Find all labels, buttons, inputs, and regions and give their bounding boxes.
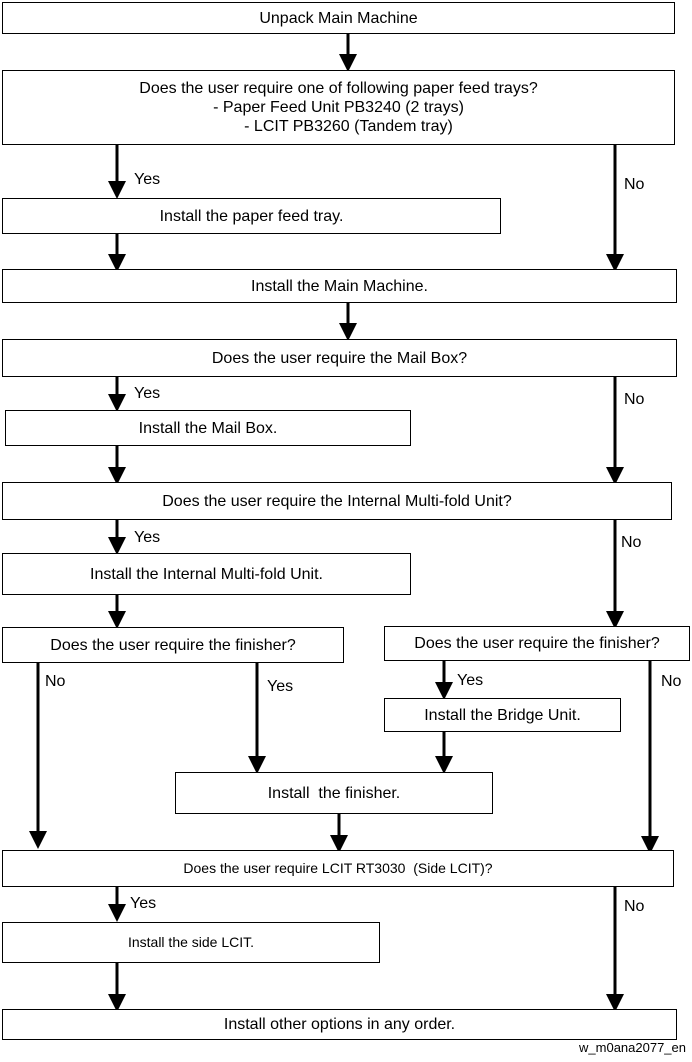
box-install-finisher: Install the finisher. bbox=[175, 772, 493, 814]
box-install-mail-box: Install the Mail Box. bbox=[5, 410, 411, 446]
question-multifold-text: Does the user require the Internal Multi… bbox=[162, 492, 512, 510]
label-yes-multifold: Yes bbox=[134, 529, 161, 546]
box-unpack-text: Unpack Main Machine bbox=[259, 9, 418, 27]
box-unpack-main-machine: Unpack Main Machine bbox=[2, 2, 675, 34]
label-no-tray: No bbox=[624, 176, 645, 193]
question-tray-line-1: Does the user require one of following p… bbox=[139, 80, 538, 97]
box-question-mail-box: Does the user require the Mail Box? bbox=[2, 339, 677, 377]
figure-id: w_m0ana2077_en bbox=[579, 1040, 686, 1055]
label-yes-finisher-right: Yes bbox=[457, 672, 484, 689]
question-finisher-right-text: Does the user require the finisher? bbox=[414, 635, 660, 652]
label-no-finisher-right: No bbox=[661, 673, 682, 690]
label-yes-tray: Yes bbox=[134, 171, 161, 188]
box-install-main-machine: Install the Main Machine. bbox=[2, 269, 677, 303]
box-question-finisher-left: Does the user require the finisher? bbox=[2, 627, 344, 663]
label-no-mailbox: No bbox=[624, 391, 645, 408]
install-bridge-text: Install the Bridge Unit. bbox=[424, 706, 581, 724]
label-yes-mailbox: Yes bbox=[134, 385, 161, 402]
box-question-side-lcit: Does the user require LCIT RT3030 (Side … bbox=[2, 850, 674, 887]
install-lcit-text: Install the side LCIT. bbox=[127, 934, 255, 950]
question-tray-line-3: - LCIT PB3260 (Tandem tray) bbox=[244, 118, 453, 135]
install-main-text: Install the Main Machine. bbox=[251, 277, 428, 295]
box-install-paper-feed-tray: Install the paper feed tray. bbox=[2, 198, 501, 234]
box-question-multifold: Does the user require the Internal Multi… bbox=[2, 482, 672, 520]
label-no-finisher-left: No bbox=[45, 673, 66, 690]
install-finisher-text: Install the finisher. bbox=[267, 784, 401, 802]
question-mailbox-text: Does the user require the Mail Box? bbox=[211, 349, 468, 367]
box-install-side-lcit: Install the side LCIT. bbox=[2, 922, 380, 963]
box-question-paper-feed-trays: Does the user require one of following p… bbox=[2, 70, 675, 145]
install-other-text: Install other options in any order. bbox=[223, 1016, 456, 1033]
question-lcit-text: Does the user require LCIT RT3030 (Side … bbox=[183, 860, 493, 876]
question-finisher-left-text: Does the user require the finisher? bbox=[50, 636, 296, 654]
install-tray-text: Install the paper feed tray. bbox=[159, 207, 344, 225]
install-mailbox-text: Install the Mail Box. bbox=[138, 419, 278, 437]
install-multifold-text: Install the Internal Multi-fold Unit. bbox=[90, 565, 323, 583]
question-tray-line-2: - Paper Feed Unit PB3240 (2 trays) bbox=[213, 99, 464, 116]
box-install-multifold: Install the Internal Multi-fold Unit. bbox=[2, 553, 411, 595]
label-no-lcit: No bbox=[624, 898, 645, 915]
label-no-multifold: No bbox=[621, 534, 642, 551]
label-yes-lcit: Yes bbox=[130, 895, 157, 912]
box-install-bridge-unit: Install the Bridge Unit. bbox=[384, 698, 621, 732]
box-install-other-options: Install other options in any order. bbox=[2, 1009, 677, 1040]
label-yes-finisher-left: Yes bbox=[267, 678, 294, 695]
box-question-finisher-right: Does the user require the finisher? bbox=[384, 626, 690, 661]
